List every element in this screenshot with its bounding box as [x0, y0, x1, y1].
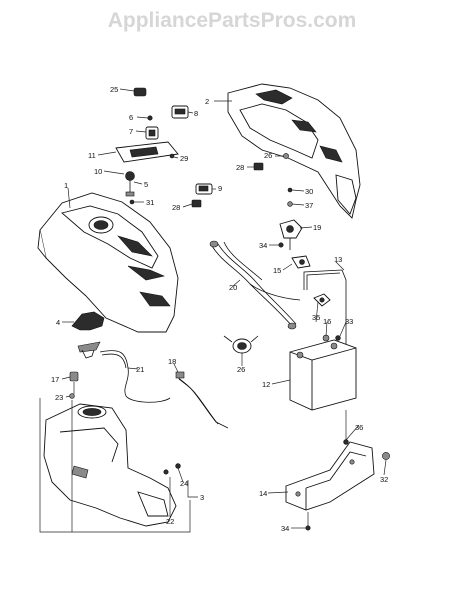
part-28a-connector[interactable]	[253, 162, 264, 171]
callout-21: 21	[136, 365, 144, 374]
callout-35: 35	[312, 313, 320, 322]
callout-10: 10	[94, 167, 102, 176]
callout-17: 17	[51, 375, 59, 384]
callout-26a: 26	[264, 151, 272, 160]
part-33-terminal[interactable]	[335, 335, 341, 341]
callout-36: 36	[355, 423, 363, 432]
callout-8: 8	[194, 109, 198, 118]
part-7-ignition[interactable]	[145, 126, 159, 140]
part-35-connector[interactable]	[313, 293, 331, 307]
part-15-sensor[interactable]	[291, 255, 311, 269]
callout-12: 12	[262, 380, 270, 389]
part-4-fuel-cap[interactable]	[71, 311, 105, 359]
callout-28a: 28	[236, 163, 244, 172]
callout-31: 31	[146, 198, 154, 207]
callout-5: 5	[144, 180, 148, 189]
callout-24: 24	[180, 479, 188, 488]
part-3-fuel-tank[interactable]	[43, 403, 177, 527]
part-17-fitting[interactable]	[69, 371, 79, 382]
callout-14: 14	[259, 489, 267, 498]
callout-37: 37	[305, 201, 313, 210]
part-32-knob[interactable]	[382, 452, 390, 460]
part-1-hood-body[interactable]	[37, 192, 179, 333]
part-29-screw[interactable]	[169, 153, 175, 159]
part-14-battery-bracket[interactable]	[285, 441, 375, 511]
callout-22: 22	[166, 517, 174, 526]
part-28b-connector[interactable]	[191, 199, 202, 208]
callout-6: 6	[129, 113, 133, 122]
callout-3: 3	[200, 493, 204, 502]
part-26a-bolt[interactable]	[283, 153, 289, 159]
callout-7: 7	[129, 127, 133, 136]
leader-lines	[39, 88, 387, 533]
callout-2: 2	[205, 97, 209, 106]
part-18-hose[interactable]	[175, 371, 229, 429]
callout-9: 9	[218, 184, 222, 193]
callout-1: 1	[64, 181, 68, 190]
part-11-control-panel[interactable]	[115, 141, 179, 163]
callout-34b: 34	[281, 524, 289, 533]
part-22-nut[interactable]	[163, 469, 169, 475]
callout-34a: 34	[259, 241, 267, 250]
callout-18: 18	[168, 357, 176, 366]
callout-13: 13	[334, 255, 342, 264]
part-34b-nut[interactable]	[305, 525, 311, 531]
part-30-screw[interactable]	[287, 187, 293, 193]
part-2-fender-cover[interactable]	[227, 83, 361, 219]
part-10-lever[interactable]	[125, 171, 135, 197]
part-12-battery[interactable]	[289, 339, 357, 411]
part-9-switch[interactable]	[195, 183, 213, 195]
part-8-switch[interactable]	[171, 105, 189, 119]
part-24-bolt[interactable]	[175, 463, 181, 469]
watermark-text: AppliancePartsPros.com	[108, 9, 357, 32]
callout-25: 25	[110, 85, 118, 94]
callout-labels: 25 2 6 8 7 11 29 26 28 10 5 31 1 9 28 30…	[51, 85, 388, 533]
part-19-key-switch[interactable]	[279, 219, 303, 250]
part-31-screw[interactable]	[129, 199, 135, 205]
callout-20: 20	[229, 283, 237, 292]
callout-16: 16	[323, 317, 331, 326]
part-6-screw[interactable]	[147, 115, 153, 121]
callout-15: 15	[273, 266, 281, 275]
part-20-wiring-harness[interactable]	[209, 240, 301, 330]
part-34a-nut[interactable]	[278, 242, 284, 248]
callout-4: 4	[56, 318, 60, 327]
callout-19: 19	[313, 223, 321, 232]
callout-30: 30	[305, 187, 313, 196]
callout-26b: 26	[237, 365, 245, 374]
callout-11: 11	[88, 151, 96, 160]
part-36-bolt[interactable]	[343, 439, 349, 445]
callout-23: 23	[55, 393, 63, 402]
part-21-fuel-hose[interactable]	[99, 350, 171, 403]
callout-32: 32	[380, 475, 388, 484]
callout-29: 29	[180, 154, 188, 163]
part-37-washer[interactable]	[287, 201, 293, 207]
callout-28b: 28	[172, 203, 180, 212]
part-25-switch[interactable]	[133, 87, 147, 97]
part-26b-relay[interactable]	[223, 335, 259, 354]
callout-33: 33	[345, 317, 353, 326]
part-23-grommet[interactable]	[69, 393, 75, 399]
